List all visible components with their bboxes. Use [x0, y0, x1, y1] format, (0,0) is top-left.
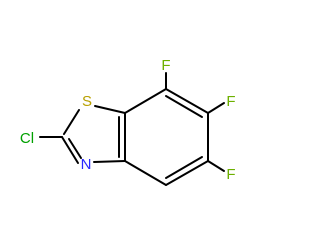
bond-c6-f6	[207, 102, 225, 114]
molecule-structure: S N Cl F F F	[20, 57, 236, 186]
atom-fluorine-6: F	[226, 93, 235, 110]
bond-c3a-c4	[124, 160, 167, 186]
bond-s-c7a	[94, 105, 126, 114]
bond-c2-n-double	[68, 138, 82, 159]
atom-sulfur: S	[82, 93, 92, 110]
atom-nitrogen: N	[81, 156, 92, 173]
bond-c4-c5-double	[165, 156, 203, 179]
atom-fluorine-7: F	[161, 57, 170, 74]
bond-c7-c7a	[124, 88, 167, 114]
atom-labels-group: S N Cl F F F	[20, 57, 236, 183]
bond-c2-n	[61, 136, 79, 164]
bond-c4-c5	[165, 160, 209, 186]
bond-c5-f5	[207, 160, 225, 172]
molecule-canvas: S N Cl F F F	[19, 57, 236, 186]
bond-c6-c7	[165, 88, 209, 114]
bond-n-c3a	[93, 160, 126, 163]
bond-c6-c7-double	[165, 95, 203, 118]
bonds-group	[39, 72, 225, 186]
bond-s-c2	[63, 109, 80, 135]
atom-chlorine: Cl	[20, 130, 34, 147]
atom-fluorine-5: F	[226, 166, 235, 183]
